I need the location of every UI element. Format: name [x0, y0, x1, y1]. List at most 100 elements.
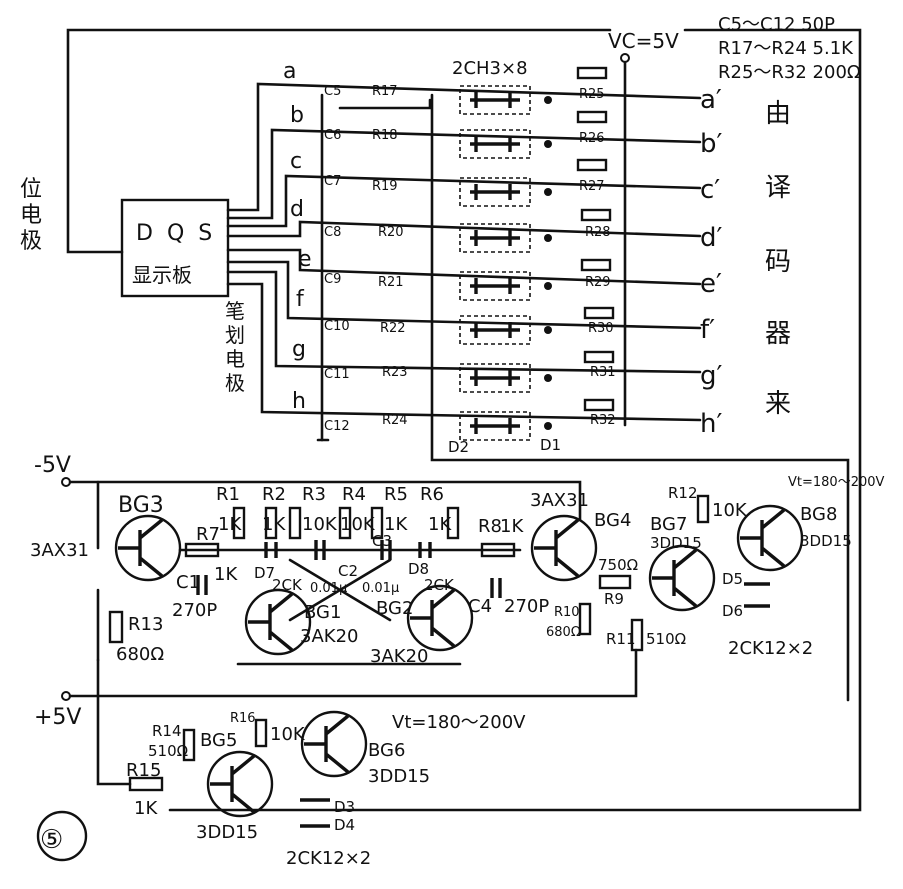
bg6-name: BG6	[368, 740, 405, 761]
input-a: a	[283, 59, 296, 84]
diode-mark-d2: D2	[448, 438, 469, 456]
d6-name: D6	[722, 602, 743, 620]
r9-name: R9	[604, 590, 624, 608]
diode-array-label: 2CH3×8	[452, 58, 528, 79]
d4-name: D4	[334, 816, 355, 834]
res-r28: R28	[585, 225, 611, 240]
bg3-name: BG3	[118, 493, 164, 518]
bg1-symbol	[248, 592, 294, 652]
bg4-type: 3AX31	[530, 490, 589, 511]
r12-resistor	[696, 494, 710, 524]
r7-value: 1K	[214, 564, 238, 585]
digit-electrode-wire	[66, 28, 612, 254]
d56-type: 2CK12×2	[728, 638, 813, 659]
bg8-symbol	[740, 508, 786, 568]
bg2-name: BG2	[376, 598, 413, 619]
r15-name: R15	[126, 760, 161, 781]
bg2-type: 3AK20	[370, 646, 428, 667]
c4-name: C4	[468, 596, 492, 617]
output-b: b′	[700, 129, 723, 159]
input-b: b	[290, 103, 304, 128]
bg1-name: BG1	[304, 602, 341, 623]
c4-capacitor	[490, 578, 502, 598]
res-r32: R32	[590, 413, 616, 428]
figure-number: ⑤	[40, 825, 63, 855]
cross-coupling	[288, 558, 392, 622]
res-r21: R21	[378, 275, 404, 290]
r16-value: 10K	[270, 724, 306, 745]
common-diode-bus	[430, 93, 850, 702]
r10-name: R10	[554, 605, 580, 620]
bg8-type: 3DD15	[800, 532, 852, 550]
d5-d6-diodes	[744, 582, 770, 608]
bg3-type: 3AX31	[30, 540, 89, 561]
bg3-symbol	[118, 518, 164, 578]
r5-value: 1K	[384, 514, 408, 535]
input-f: f	[296, 287, 305, 312]
digit-label-3: 极	[20, 229, 42, 254]
r9-value: 750Ω	[598, 556, 638, 574]
r13-name: R13	[128, 614, 163, 635]
vt-label-bottom: Vt=180～200V	[392, 712, 526, 733]
c3-value: 0.01μ	[362, 581, 399, 596]
channel-d: d C8 R20 R28 d′	[226, 197, 723, 253]
r12-name: R12	[668, 484, 698, 502]
c2-name: C2	[338, 562, 358, 580]
bg2-transistor	[406, 584, 474, 652]
bg7-symbol	[652, 548, 698, 608]
figure-number-circle	[36, 810, 88, 862]
resistor-bank	[232, 506, 460, 540]
r14-value: 510Ω	[148, 742, 188, 760]
segment-label-2: 划	[225, 323, 245, 347]
d8-name: D8	[408, 560, 429, 578]
bg8-transistor	[736, 504, 804, 572]
channel-a: a C5 R17 R25 a′	[226, 59, 722, 212]
cap-c7: C7	[324, 174, 341, 189]
cap-c9: C9	[324, 272, 341, 287]
output-d: d′	[700, 223, 723, 253]
bottom-input-wire	[96, 658, 132, 786]
vcc-label: VC=5V	[608, 29, 679, 53]
r14-name: R14	[152, 722, 182, 740]
r13-resistor	[108, 610, 124, 644]
r4-name: R4	[342, 484, 366, 505]
decoder-label-4: 器	[765, 319, 791, 349]
supply-neg-label: -5V	[34, 453, 71, 478]
res-r22: R22	[380, 321, 406, 336]
decoder-label-2: 译	[765, 173, 791, 203]
r16-name: R16	[230, 711, 256, 726]
dqs-title: DQS	[136, 221, 226, 246]
digit-label-1: 位	[20, 177, 42, 202]
bg1-type: 3AK20	[300, 626, 358, 647]
output-f: f′	[700, 315, 715, 345]
r10-resistor	[578, 602, 592, 636]
r11-value: 510Ω	[646, 630, 686, 648]
bg6-transistor	[300, 710, 368, 778]
res-r30: R30	[588, 321, 614, 336]
res-r26: R26	[579, 131, 605, 146]
d5-name: D5	[722, 570, 743, 588]
r13-value: 680Ω	[116, 644, 164, 665]
note-r25: R25～R32 200Ω	[718, 62, 861, 83]
cap-c11: C11	[324, 367, 350, 382]
vt-label-top: Vt=180～200V	[788, 475, 885, 490]
bg7-type: 3DD15	[650, 534, 702, 552]
r15-value: 1K	[134, 798, 158, 819]
d7-name: D7	[254, 564, 275, 582]
r5-name: R5	[384, 484, 408, 505]
c1-capacitor	[196, 575, 208, 595]
r14-resistor	[182, 728, 196, 762]
channel-c: c C7 R19 R27 c′	[226, 149, 720, 228]
input-c: c	[290, 149, 302, 174]
input-h: h	[292, 389, 306, 414]
segment-label-4: 极	[225, 371, 245, 395]
res-r20: R20	[378, 225, 404, 240]
dqs-display-board	[120, 198, 230, 298]
bg7-transistor	[648, 544, 716, 612]
res-r23: R23	[382, 365, 408, 380]
output-a: a′	[700, 85, 722, 115]
bg4-transistor	[530, 514, 598, 582]
r10-value: 680Ω	[546, 625, 581, 640]
r2-name: R2	[262, 484, 286, 505]
